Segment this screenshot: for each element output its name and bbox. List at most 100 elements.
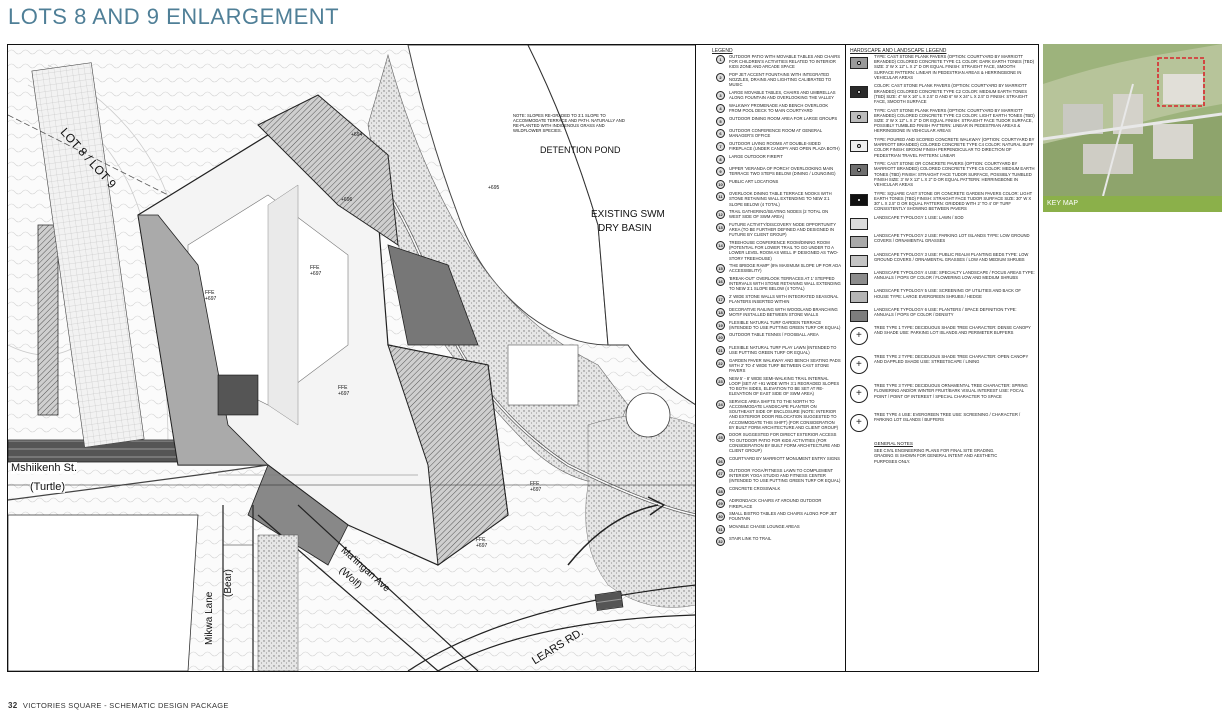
legend-item-text: 'THE BRIDGE RAMP' (8% MAXIMUM SLOPE UP F… [729,263,841,274]
legend-number-icon: 3 [716,91,725,100]
paver-swatch-icon [850,57,868,69]
legend-item-text: STAIR LINK TO TRAIL [729,536,772,542]
legend-number-icon: 6 [716,128,725,138]
legend-item: 24 SERVICE AREA SHIFTS TO THE NORTH TO AC… [698,399,845,430]
legend-number-icon: 24 [716,399,725,409]
general-notes-text: SEE CIVIL ENGINEERING PLANS FOR FINAL SI… [874,448,998,464]
legend-item: 6 OUTDOOR CONFERENCE ROOM AT GENERAL MANA… [698,128,845,138]
legend-item-text: ADIRONDACK CHAIRS AT AROUND OUTDOOR FIRE… [729,498,822,509]
legend-item-text: CONCRETE CROSSWALK [729,485,781,491]
elevation-label: +695 [488,185,500,191]
legend-item: 8 LARGE OUTDOOR FIREPIT [698,154,845,164]
hardscape-item: LANDSCAPE TYPOLOGY 3 USE: PUBLIC REALM P… [848,252,1038,267]
legend-item-text: FLEXIBLE NATURAL TURF GARDEN TERRACE (IN… [729,319,841,330]
dry-basin-label: DRY BASIN [598,223,652,234]
landscape-swatch-icon [850,217,868,230]
hardscape-item: LANDSCAPE TYPOLOGY 6 USE: PLANTERS / SPA… [848,307,1038,322]
landscape-swatch-icon [850,236,868,249]
street-label-bear: (Bear) [223,569,234,597]
legend-item: 16'BREAK-OUT' OVERLOOK TERRACES AT 1' ST… [698,276,845,292]
legend-number-icon: 7 [716,141,725,151]
hardscape-item-text: LANDSCAPE TYPOLOGY 5 USE: SCREENING OF U… [874,288,1021,299]
legend-item-text: NEW 5' - 8' WIDE SEMI-WALKING TRAIL INTE… [729,375,840,397]
legend-item-text: MOVABLE CHAISE LOUNGE AREAS [729,523,800,529]
hardscape-item: TREE TYPE 2 TYPE: DECIDUOUS SHADE TREE C… [848,354,1038,375]
hardscape-item: TREE TYPE 3 TYPE: DECIDUOUS ORNAMENTAL T… [848,383,1038,404]
hardscape-item-text: TREE TYPE 2 TYPE: DECIDUOUS SHADE TREE C… [874,354,1029,365]
landscape-swatch-icon [850,254,868,267]
legend-number-icon: 28 [716,486,725,496]
tree-symbol-icon [850,356,868,375]
legend-number-icon: 4 [716,103,725,113]
legend-item-text: SERVICE AREA SHIFTS TO THE NORTH TO ACCO… [729,398,839,430]
legend-item-text: LARGE OUTDOOR FIREPIT [729,153,783,159]
legend-number-icon: 17 [716,294,725,304]
site-plan: LOT 8 / LOT 9 DETENTION POND EXISTING SW… [8,45,696,671]
general-notes-heading: GENERAL NOTES [874,441,913,447]
legend-number-icon: 2 [716,73,725,82]
tree-symbol-icon [850,414,868,433]
legend-number-icon: 9 [716,166,725,176]
hardscape-item: TREE TYPE 4 USE: EVERGREEN TREE USE: SCR… [848,412,1038,433]
legend-item-text: FUTURE ACTIVITY/DISCOVERY NODE OPPORTUNI… [729,221,836,238]
legend-item-text: TRAIL GATHERING/SEATING NODES (2 TOTAL O… [729,209,829,220]
legend-number-icon: 1 [716,55,725,64]
legend-item-text: POP JET ACCENT FOUNTAINS WITH INTEGRATED… [729,72,832,88]
swatch-marker-icon [857,61,861,65]
hardscape-legend: HARDSCAPE AND LANDSCAPE LEGEND TYPE: CAS… [848,45,1038,671]
legend-number-icon: 22 [716,358,725,368]
hardscape-item: TYPE: CAST STONE PLANK PAVERS (OPTION: C… [848,108,1038,134]
legend-item: 15'THE BRIDGE RAMP' (8% MAXIMUM SLOPE UP… [698,263,845,273]
paver-swatch-icon [850,164,868,177]
tree-symbol-icon [850,327,868,346]
tree-symbol-icon [850,385,868,404]
swatch-marker-icon [857,114,861,119]
paver-swatch-icon [850,193,868,206]
legend-item-text: WALKWAY PROMENADE AND BENCH OVERLOOK FRO… [729,102,829,113]
legend-number-icon: 31 [716,524,725,534]
hardscape-item-text: TREE TYPE 4 USE: EVERGREEN TREE USE: SCR… [874,412,1021,423]
paver-swatch-icon [850,140,868,153]
legend-item-text: FLEXIBLE NATURAL TURF PLAY LAWN (INTENDE… [729,344,837,355]
elevation-label: +694 [351,132,363,138]
hardscape-item-text: LANDSCAPE TYPOLOGY 4 USE: SPECIALTY LAND… [874,270,1035,281]
street-label-mikwa: Mikwa Lane [204,591,215,645]
legend-item-text: OUTDOOR CONFERENCE ROOM AT GENERAL MANAG… [729,127,822,139]
legend-number-icon: 18 [716,307,725,317]
legend-item-text: 2' WIDE STONE WALLS WITH INTEGRATED SEAS… [729,293,839,305]
drawing-sheet: LOT 8 / LOT 9 DETENTION POND EXISTING SW… [7,44,1039,672]
legend-item: 28 CONCRETE CROSSWALK [698,486,845,496]
slope-note-label: NOTE: SLOPES RE-GRADED TO 3:1 SLOPE TO A… [513,113,625,133]
footer-text: VICTORIES SQUARE - SCHEMATIC DESIGN PACK… [22,701,229,710]
hardscape-heading: HARDSCAPE AND LANDSCAPE LEGEND [850,48,947,54]
legend-number-icon: 30 [716,512,725,522]
ffe-label: FFE +697 [476,537,488,549]
hardscape-item: TYPE: CAST STONE OR CONCRETE PAVERS (OPT… [848,161,1038,187]
key-map-caption: KEY MAP [1043,196,1222,212]
legend-item-text: LARGE MOVABLE TABLES, CHAIRS AND UMBRELL… [729,90,836,101]
ffe-label: FFE +697 [530,481,542,493]
legend-number-icon: 16 [716,276,725,286]
legend-item-text: OUTDOOR DINING ROOM AREA FOR LARGE GROUP… [729,115,838,121]
legend-item: 2 POP JET ACCENT FOUNTAINS WITH INTEGRATE… [698,72,845,88]
hardscape-item: LANDSCAPE TYPOLOGY 4 USE: SPECIALTY LAND… [848,270,1038,285]
hardscape-item-text: TYPE: CAST STONE OR CONCRETE PAVERS (OPT… [874,161,1035,188]
legend-item: 17 2' WIDE STONE WALLS WITH INTEGRATED SE… [698,294,845,304]
legend-number-icon: 8 [716,154,725,164]
legend-item: 4 WALKWAY PROMENADE AND BENCH OVERLOOK FR… [698,103,845,113]
